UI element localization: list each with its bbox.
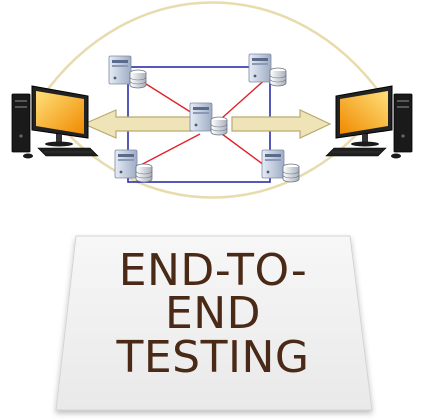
caption-card	[55, 235, 373, 411]
caption-line-3: TESTING	[116, 332, 310, 383]
right-arrow	[231, 109, 332, 139]
desktop-computer-icon	[11, 85, 99, 159]
caption-line-1: END-TO-	[119, 245, 308, 296]
left-arrow	[82, 109, 193, 139]
server-database-icon	[114, 149, 153, 183]
desktop-computer-icon	[325, 85, 413, 159]
lens-outline	[38, 1, 387, 199]
server-database-icon	[261, 149, 300, 183]
caption-line-2: END	[165, 288, 261, 339]
network-diagonals	[134, 76, 269, 169]
server-database-icon	[189, 102, 228, 136]
server-database-icon	[248, 53, 287, 87]
server-database-icon	[108, 55, 147, 89]
